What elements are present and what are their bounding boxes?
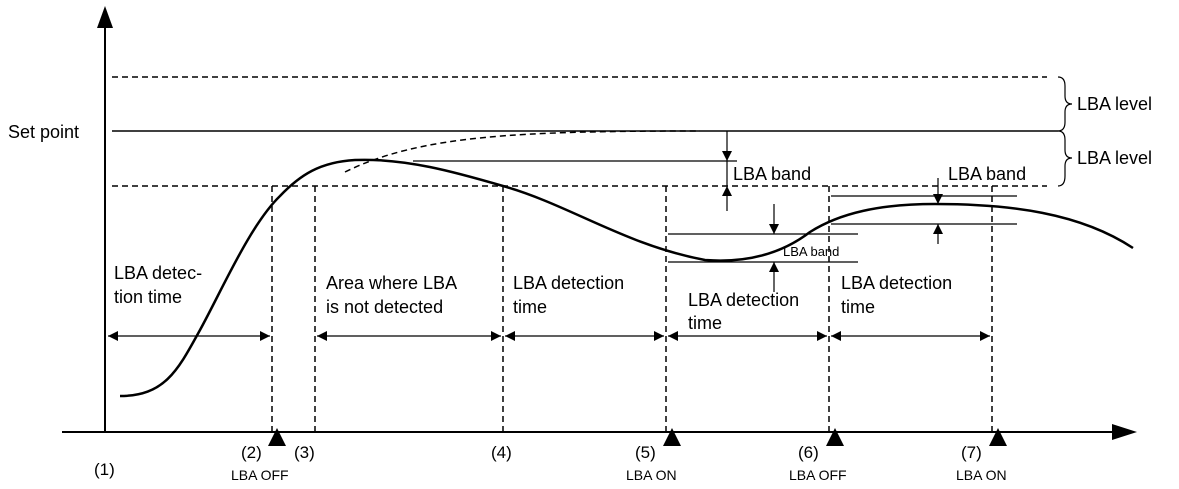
lba-band-2-label: LBA band: [783, 244, 839, 259]
not-detected-line2: is not detected: [326, 297, 443, 317]
state-marker-2-icon: [268, 428, 286, 446]
point-1-label: (1): [94, 460, 115, 479]
point-3-label: (3): [294, 443, 315, 462]
state-marker-6-icon: [826, 428, 844, 446]
lba-level-bottom-label: LBA level: [1077, 148, 1152, 168]
lba-band-1-label: LBA band: [733, 164, 811, 184]
lba-level-brace-top: [1057, 76, 1073, 132]
point-2-label: (2): [241, 443, 262, 462]
state-marker-7-icon: [989, 428, 1007, 446]
state-6-label: LBA OFF: [789, 467, 847, 483]
ideal-approach-curve: [344, 130, 701, 173]
point-4-label: (4): [491, 443, 512, 462]
detect-2-line1: LBA detection: [513, 273, 624, 293]
y-axis-arrow-icon: [97, 6, 113, 28]
state-5-label: LBA ON: [626, 467, 677, 483]
point-5-label: (5): [635, 443, 656, 462]
not-detected-line1: Area where LBA: [326, 273, 457, 293]
detect-3-line1: LBA detection: [688, 290, 799, 310]
point-7-label: (7): [961, 443, 982, 462]
detect-3-line2: time: [688, 313, 722, 333]
detect-4-line1: LBA detection: [841, 273, 952, 293]
state-2-label: LBA OFF: [231, 467, 289, 483]
state-7-label: LBA ON: [956, 467, 1007, 483]
detect-1-line1: LBA detec-: [114, 263, 202, 283]
x-axis-arrow-icon: [1112, 424, 1137, 440]
lba-level-top-label: LBA level: [1077, 94, 1152, 114]
lba-band-3-label: LBA band: [948, 164, 1026, 184]
set-point-label: Set point: [8, 122, 79, 142]
lba-level-brace-bottom: [1057, 130, 1073, 187]
detect-1-line2: tion time: [114, 287, 182, 307]
detect-2-line2: time: [513, 297, 547, 317]
point-6-label: (6): [798, 443, 819, 462]
detect-4-line2: time: [841, 297, 875, 317]
process-value-curve: [119, 158, 1134, 398]
state-marker-5-icon: [663, 428, 681, 446]
